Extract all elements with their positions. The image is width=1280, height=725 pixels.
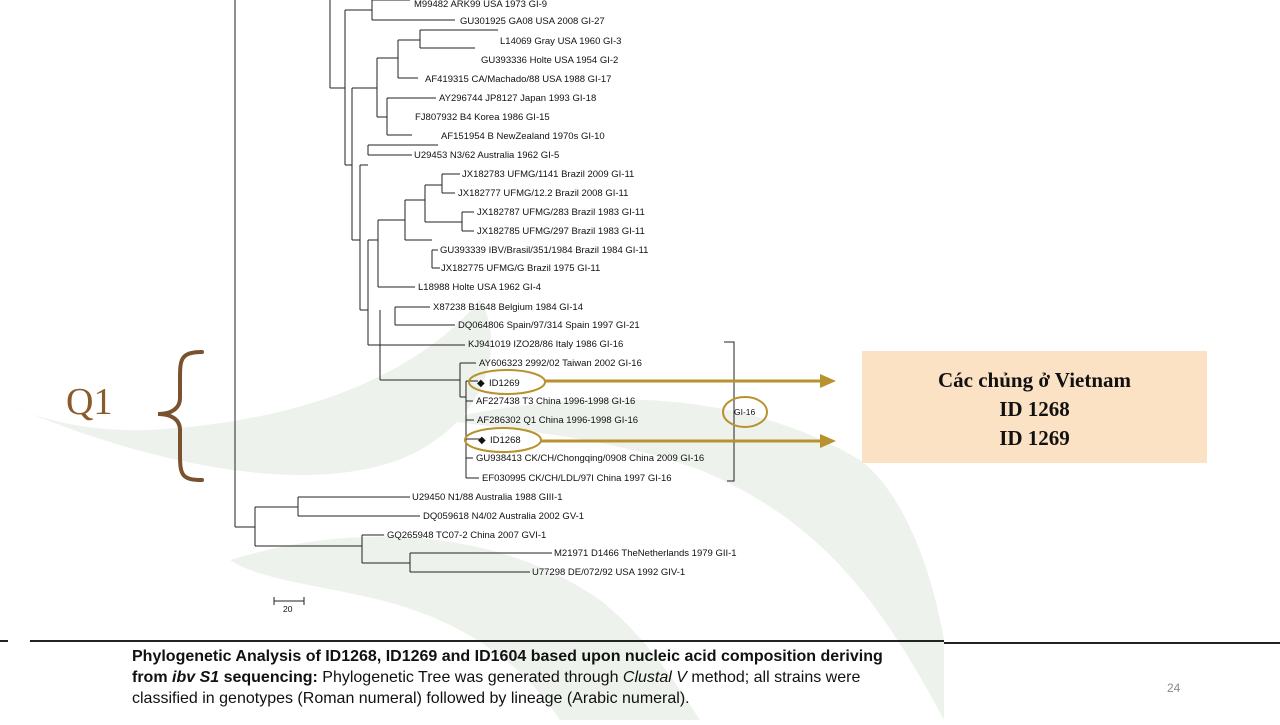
leaf-label: DQ064806 Spain/97/314 Spain 1997 GI-21 [458,320,640,331]
q1-label: Q1 [66,381,113,423]
caption-bold-a: Phylogenetic Analysis of ID1268, ID1269 … [132,648,883,686]
caption-bold-b: sequencing: [219,669,318,686]
leaf-label: GU393336 Holte USA 1954 GI-2 [481,55,618,66]
leaf-label: X87238 B1648 Belgium 1984 GI-14 [433,302,583,313]
arrowhead-icon [820,434,836,448]
divider-right [944,642,1280,644]
leaf-label: AF286302 Q1 China 1996-1998 GI-16 [477,415,638,426]
leaf-label: AF227438 T3 China 1996-1998 GI-16 [476,396,635,407]
leaf-label-id1268: ID1268 [490,435,521,446]
arrowhead-icon [820,374,836,388]
leaf-label: U29450 N1/88 Australia 1988 GIII-1 [412,492,563,503]
leaf-label: FJ807932 B4 Korea 1986 GI-15 [415,112,550,123]
leaf-label-id1269: ID1269 [489,378,520,389]
marker-diamond-icon: ◆ [477,378,485,389]
clade-highlight-ellipse [722,396,768,428]
callout-id1269: ID 1269 [999,426,1070,450]
caption-italic: Clustal V [622,669,687,686]
leaf-label: M99482 ARK99 USA 1973 GI-9 [414,0,547,10]
marker-diamond-icon: ◆ [478,435,486,446]
scale-bar-label: 20 [283,604,293,614]
arrows [541,374,836,448]
leaf-label: AY606323 2992/02 Taiwan 2002 GI-16 [479,358,642,369]
figure-caption: Phylogenetic Analysis of ID1268, ID1269 … [132,646,922,709]
leaf-label: JX182785 UFMG/297 Brazil 1983 GI-11 [477,226,645,237]
curly-brace [157,350,204,482]
leaf-label: U77298 DE/072/92 USA 1992 GIV-1 [532,567,685,578]
leaf-labels-top: M99482 ARK99 USA 1973 GI-9 GU301925 GA08… [414,0,648,350]
leaf-label: JX182787 UFMG/283 Brazil 1983 GI-11 [477,207,645,218]
leaf-label: M21971 D1466 TheNetherlands 1979 GII-1 [554,548,737,559]
leaf-label: KJ941019 IZO28/86 Italy 1986 GI-16 [468,339,623,350]
leaf-label: EF030995 CK/CH/LDL/97I China 1997 GI-16 [482,473,672,484]
leaf-label: DQ059618 N4/02 Australia 2002 GV-1 [423,511,584,522]
leaf-label: L18988 Holte USA 1962 GI-4 [418,282,541,293]
leaf-label: AF419315 CA/Machado/88 USA 1988 GI-17 [425,74,611,85]
caption-bold-italic: ibv S1 [172,669,220,686]
leaf-label: JX182777 UFMG/12.2 Brazil 2008 GI-11 [458,188,628,199]
divider-left [0,640,8,642]
leaf-label: U29453 N3/62 Australia 1962 GI-5 [414,150,559,161]
tree-branches [234,0,735,605]
caption-text-b: method; all strains were classified in g… [132,669,861,707]
leaf-label: JX182783 UFMG/1141 Brazil 2009 GI-11 [462,169,634,180]
leaf-label: L14069 Gray USA 1960 GI-3 [500,36,621,47]
leaf-labels-bottom: U29450 N1/88 Australia 1988 GIII-1 DQ059… [387,492,737,578]
leaf-labels-gi16: AY606323 2992/02 Taiwan 2002 GI-16 ◆ ID1… [476,358,704,484]
leaf-label: AY296744 JP8127 Japan 1993 GI-18 [439,93,596,104]
leaf-label: GQ265948 TC07-2 China 2007 GVI-1 [387,530,546,541]
caption-text-a: Phylogenetic Tree was generated through [317,669,623,686]
leaf-label: GU301925 GA08 USA 2008 GI-27 [460,16,605,27]
clade-label: GI-16 [734,407,756,417]
watermark-background [10,300,944,720]
callout-id1268: ID 1268 [999,397,1070,421]
callout-title: Các chủng ở Vietnam [937,368,1132,392]
page-number: 24 [1167,681,1181,695]
leaf-label: AF151954 B NewZealand 1970s GI-10 [441,131,605,142]
divider-middle [30,640,944,642]
vietnam-strains-callout: Các chủng ở Vietnam ID 1268 ID 1269 [862,351,1207,463]
leaf-label: GU938413 CK/CH/Chongqing/0908 China 2009… [476,453,704,464]
leaf-label: JX182775 UFMG/G Brazil 1975 GI-11 [441,263,600,274]
leaf-label: GU393339 IBV/Brasil/351/1984 Brazil 1984… [440,245,648,256]
